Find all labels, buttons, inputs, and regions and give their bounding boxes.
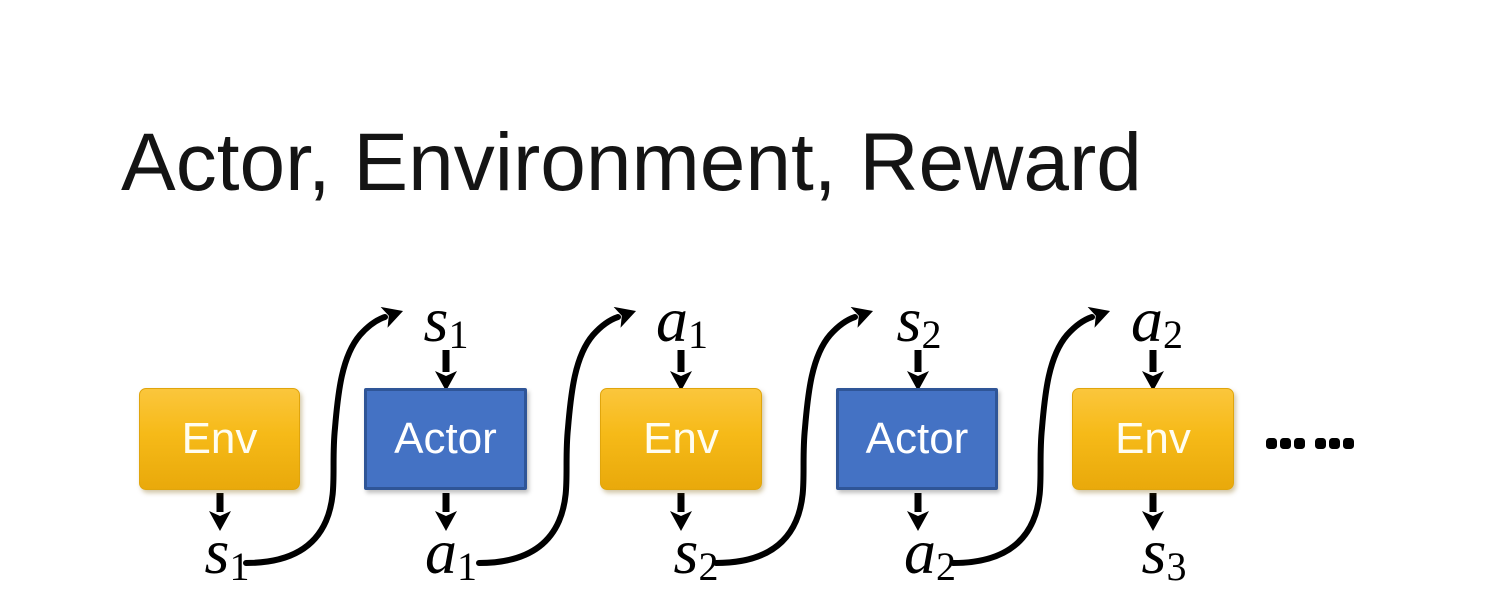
state-label-s2-top: s2	[896, 284, 942, 358]
action-label-a2-bottom: a2	[904, 516, 956, 590]
env-box-3: Env	[1072, 388, 1234, 490]
actor-box-1: Actor	[364, 388, 527, 490]
actor-box-1-label: Actor	[394, 414, 497, 463]
ellipsis-dot	[1329, 438, 1340, 449]
ellipsis-dot	[1266, 438, 1277, 449]
ellipsis-dot	[1280, 438, 1291, 449]
state-label-s2-bottom: s2	[673, 516, 719, 590]
env-box-1-label: Env	[181, 414, 258, 463]
env-box-1: Env	[139, 388, 300, 490]
action-label-a1-bottom: a1	[425, 516, 477, 590]
actor-box-2-label: Actor	[865, 414, 969, 463]
env-box-3-label: Env	[1115, 414, 1191, 463]
actor-box-2: Actor	[836, 388, 998, 490]
state-label-s1-top: s1	[423, 284, 469, 358]
state-label-s3-bottom: s3	[1141, 516, 1187, 590]
ellipsis-dot	[1343, 438, 1354, 449]
action-label-a2-top: a2	[1131, 284, 1183, 358]
ellipsis-dot	[1294, 438, 1305, 449]
continuation-ellipsis-icon	[1266, 438, 1357, 449]
action-label-a1-top: a1	[656, 284, 708, 358]
state-label-s1-bottom: s1	[204, 516, 250, 590]
slide-title: Actor, Environment, Reward	[121, 117, 1142, 208]
env-box-2-label: Env	[643, 414, 719, 463]
ellipsis-dot	[1315, 438, 1326, 449]
env-box-2: Env	[600, 388, 762, 490]
